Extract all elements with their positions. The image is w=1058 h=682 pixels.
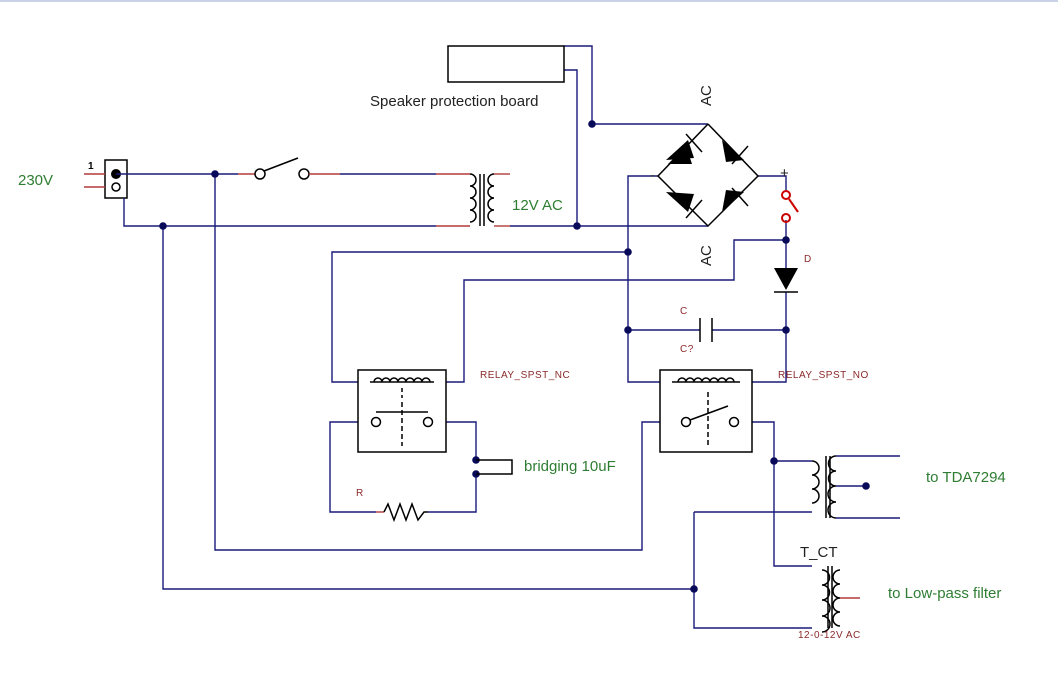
mains-voltage-label: 230V — [18, 172, 53, 189]
relay-nc — [357, 369, 447, 453]
window-top-border — [0, 0, 1058, 2]
red-switch — [781, 190, 799, 223]
to-tda-label: to TDA7294 — [926, 469, 1006, 486]
minus-label: - — [650, 167, 655, 184]
speaker-protection-board-label: Speaker protection board — [370, 93, 538, 110]
bridging-capacitor — [476, 459, 513, 475]
resistor-label: R — [356, 488, 364, 499]
secondary-voltage-label: 12V AC — [512, 197, 563, 214]
relay-no-label: RELAY_SPST_NO — [778, 370, 869, 381]
junction-dots — [159, 120, 870, 593]
tct-label: T_CT — [800, 544, 838, 561]
mains-switch — [238, 157, 340, 180]
ac-top-label: AC — [698, 85, 715, 106]
output-transformer — [811, 455, 837, 519]
diode-d — [774, 268, 798, 293]
capacitor — [699, 318, 713, 342]
capacitor-label: C — [680, 306, 688, 317]
speaker-protection-board — [447, 45, 565, 83]
wires — [116, 45, 900, 629]
bridge-rectifier — [656, 123, 760, 228]
capacitor-ref-label: C? — [680, 344, 694, 355]
resistor-r — [376, 501, 428, 523]
bridging-cap-label: bridging 10uF — [524, 458, 616, 475]
relay-no — [659, 369, 753, 453]
ac-bottom-label: AC — [698, 245, 715, 266]
main-transformer — [436, 173, 510, 227]
mains-connector — [84, 159, 128, 199]
plus-label: + — [780, 165, 789, 182]
diode-label: D — [804, 254, 812, 265]
pin-number-label: 1 — [88, 161, 94, 172]
tct-transformer — [821, 566, 860, 633]
tct-rating-label: 12-0-12V AC — [798, 630, 861, 641]
relay-nc-label: RELAY_SPST_NC — [480, 370, 570, 381]
to-lpf-label: to Low-pass filter — [888, 585, 1001, 602]
